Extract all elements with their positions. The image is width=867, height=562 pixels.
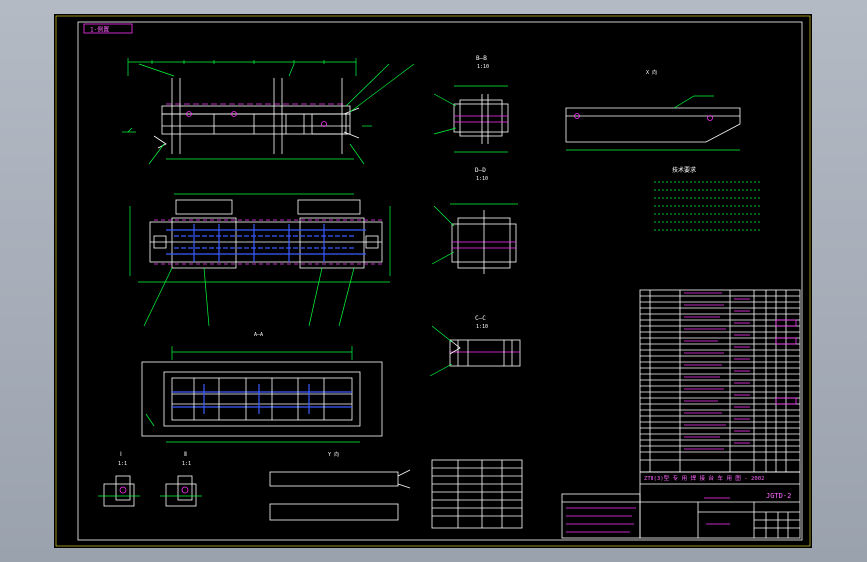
parts-list (639, 289, 801, 473)
bar-view (269, 469, 411, 521)
section-c-scale: 1:10 (476, 324, 488, 330)
main-elevation-view (122, 58, 415, 165)
frame-tag-box (83, 23, 133, 34)
view-i-label: Ⅰ (120, 451, 122, 458)
notes-table (561, 493, 641, 539)
section-c-label: C—C (475, 315, 486, 322)
beam-view (565, 95, 741, 151)
section-d (431, 203, 518, 274)
title-block (639, 471, 801, 539)
section-a-label: A—A (254, 332, 263, 338)
section-c (429, 325, 521, 377)
section-b-label: B—B (476, 55, 487, 62)
title-line: ZTⅡ(3)型 专 用 焊 接 台 车 用 图 - 2002 (644, 474, 764, 482)
tech-requirements (654, 181, 760, 231)
inner-border (77, 21, 803, 541)
section-d-label: D—D (475, 167, 486, 174)
view-ii-scale: 1:1 (182, 461, 191, 467)
plan-view (129, 193, 391, 327)
material-table (431, 459, 523, 529)
view-ii-label: Ⅱ (184, 451, 187, 458)
cad-drawing: 1-倒置 (55, 15, 811, 547)
section-b (433, 85, 509, 153)
frame-tag: 1-倒置 (90, 26, 109, 34)
view-x-label: X 向 (646, 69, 657, 76)
drawing-sheet: 1-倒置 (54, 14, 812, 548)
frame-view (141, 346, 383, 443)
section-b-scale: 1:10 (477, 64, 489, 70)
view-i-scale: 1:1 (118, 461, 127, 467)
detail-views (98, 475, 202, 507)
tech-requirements-title: 技术要求 (672, 166, 696, 174)
view-y-label: Y 向 (328, 451, 339, 458)
section-d-scale: 1:10 (476, 176, 488, 182)
drawing-number: JGTD-2 (766, 492, 791, 500)
drawing-border (55, 15, 811, 547)
